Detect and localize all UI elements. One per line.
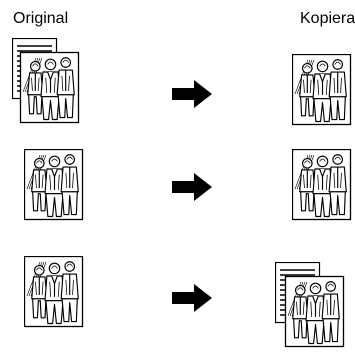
copy-single-page-document-icon xyxy=(292,54,355,128)
original-column-label: Original xyxy=(13,10,69,27)
right-arrow-icon xyxy=(172,173,212,201)
original-single-page-document-icon xyxy=(24,149,87,223)
copy-single-page-document-icon xyxy=(292,149,355,223)
copy-two-page-document-icon xyxy=(275,262,355,357)
original-single-page-document-icon xyxy=(24,256,87,330)
right-arrow-icon xyxy=(172,80,212,108)
copy-column-label: Kopiera xyxy=(300,10,355,27)
original-two-page-document-icon xyxy=(12,38,80,126)
right-arrow-icon xyxy=(172,284,212,312)
